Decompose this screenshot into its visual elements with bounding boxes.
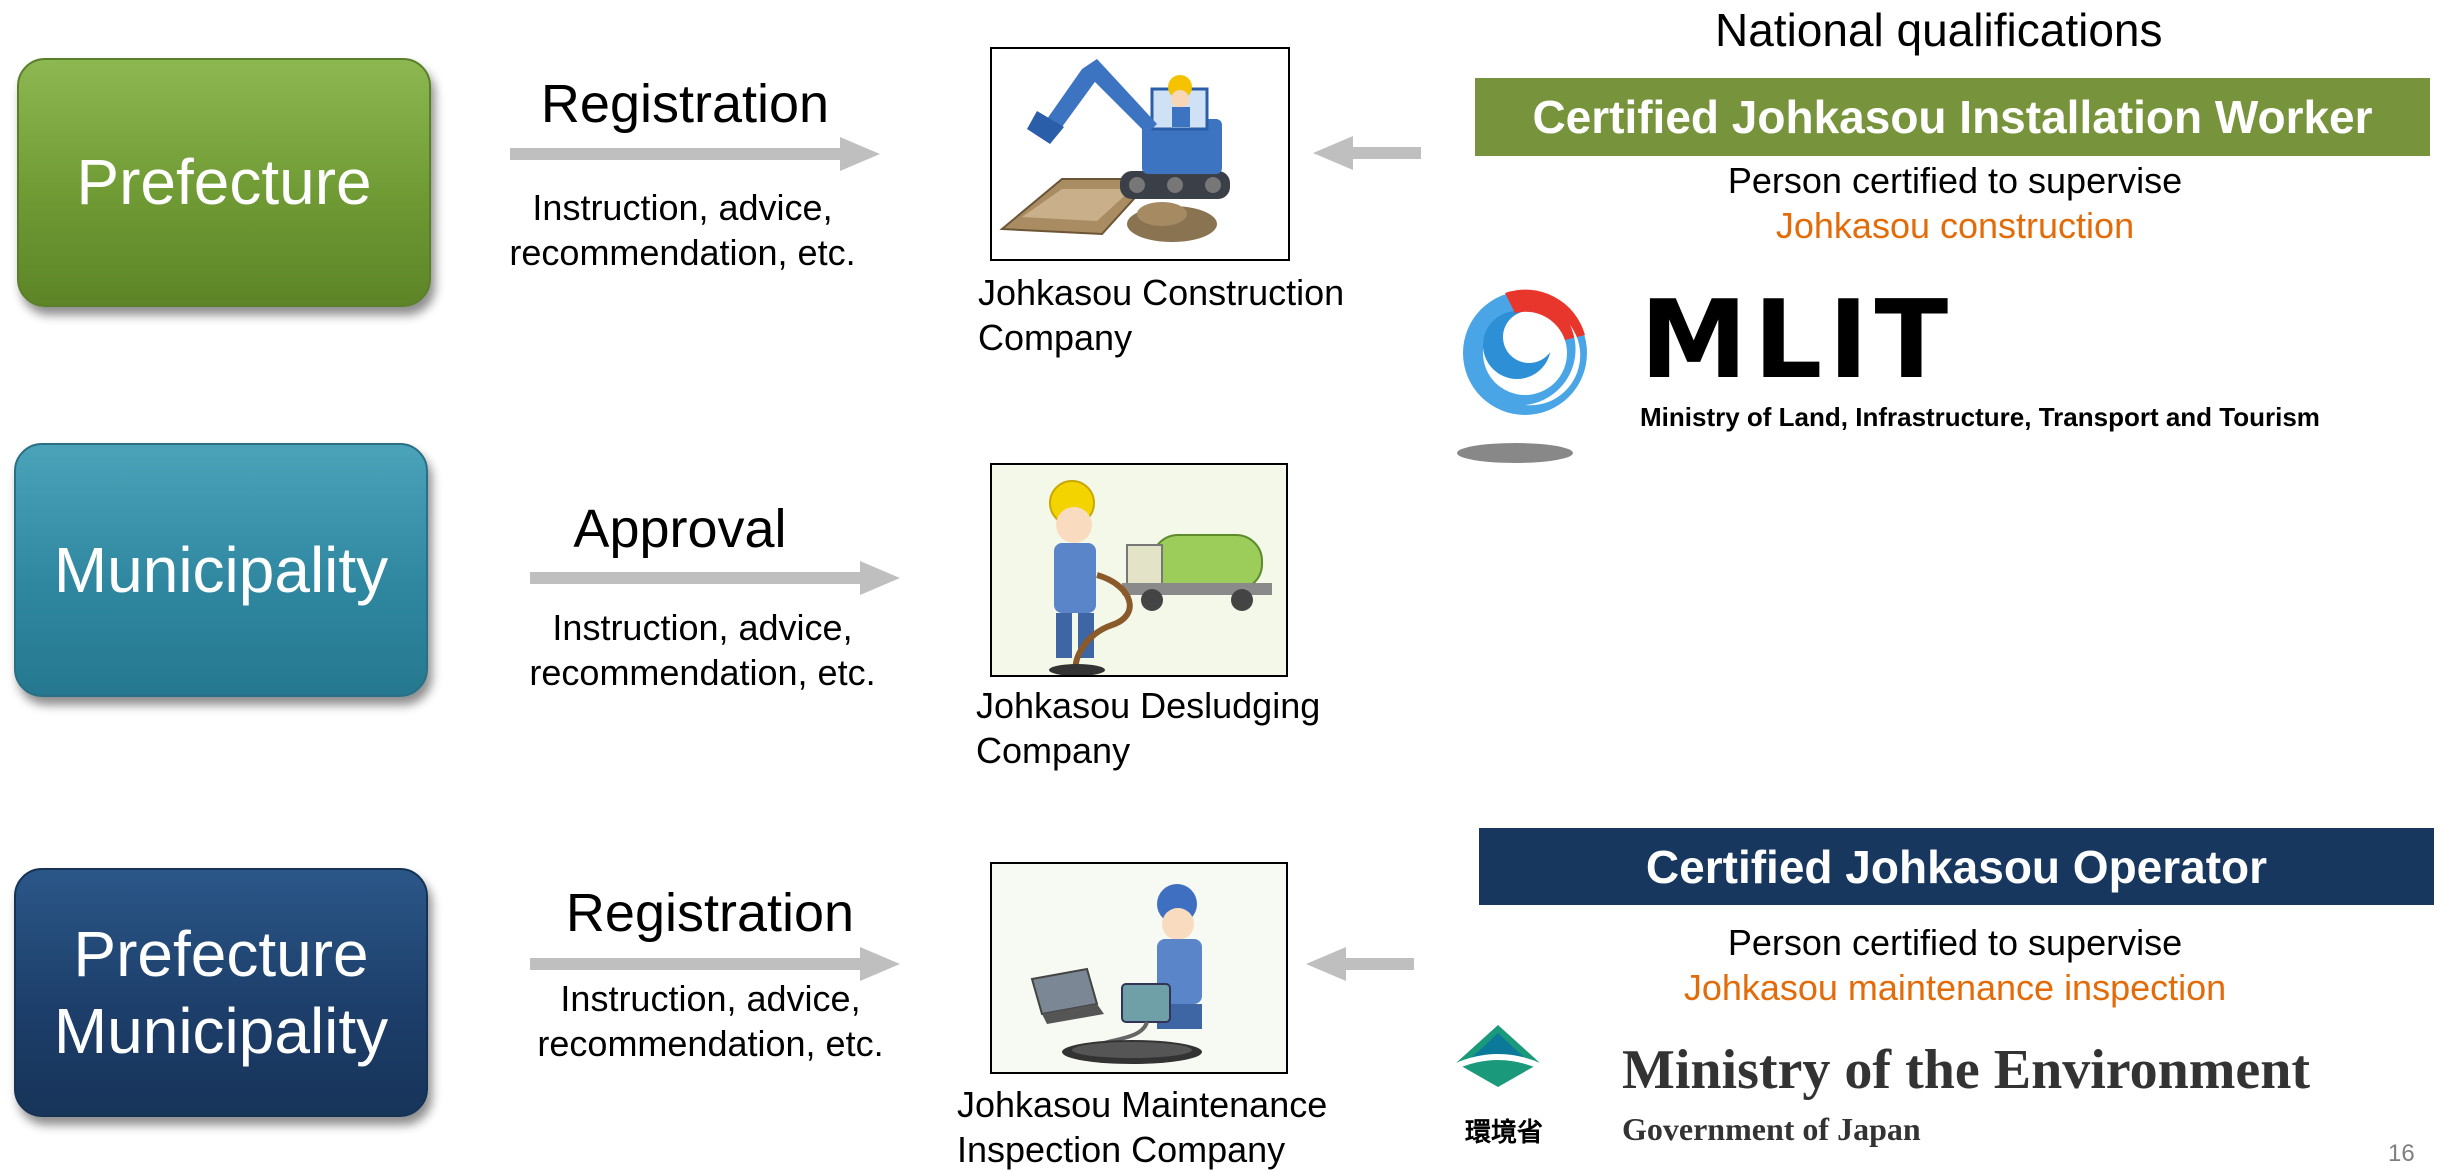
instruction-line1: Instruction, advice, <box>532 187 833 228</box>
company-label-line2: Company <box>976 730 1131 771</box>
moe-emblem-icon <box>1452 1025 1544 1087</box>
authority-municipality: Municipality <box>14 443 428 697</box>
action-label-registration: Registration <box>540 74 830 134</box>
authority-label: Prefecture <box>76 146 372 219</box>
company-label-line1: Johkasou Desludging <box>976 685 1321 726</box>
mlit-subtitle: Ministry of Land, Infrastructure, Transp… <box>1640 402 2320 432</box>
company-label-line2: Company <box>978 317 1133 358</box>
authority-label: Municipality <box>53 533 389 606</box>
instruction-line1: Instruction, advice, <box>560 978 861 1019</box>
qualification-banner-operator: Certified Johkasou Operator <box>1479 828 2434 905</box>
action-label-approval: Approval <box>573 499 787 559</box>
national-qualifications-heading: National qualifications <box>1715 4 2163 56</box>
instruction-text: Instruction, advice, recommendation, etc… <box>528 976 893 1066</box>
inspection-worker-illustration <box>990 862 1288 1074</box>
authority-label-line1: Prefecture <box>73 917 369 990</box>
qualification-title: Certified Johkasou Installation Worker <box>1532 91 2373 143</box>
authority-prefecture: Prefecture <box>17 58 431 307</box>
authority-prefecture-municipality: Prefecture Municipality <box>14 868 428 1117</box>
description-line2: Johkasou maintenance inspection <box>1683 967 2227 1008</box>
left-arrow-icon <box>1313 136 1421 170</box>
company-label-line1: Johkasou Maintenance <box>957 1084 1328 1125</box>
qualification-title: Certified Johkasou Operator <box>1645 840 2268 893</box>
qualification-description: Person certified to supervise Johkasou c… <box>1600 158 2310 248</box>
company-label: Johkasou Maintenance Inspection Company <box>957 1082 1327 1172</box>
mlit-emblem-icon <box>1457 289 1587 463</box>
moe-subtitle: Government of Japan <box>1622 1111 1921 1147</box>
company-label-line2: Inspection Company <box>957 1129 1286 1170</box>
vacuum-truck-worker-illustration <box>990 463 1288 677</box>
description-line2: Johkasou construction <box>1775 205 2135 246</box>
company-label: Johkasou Construction Company <box>978 270 1344 360</box>
company-label: Johkasou Desludging Company <box>976 683 1320 773</box>
instruction-text: Instruction, advice, recommendation, etc… <box>520 605 885 695</box>
moe-title: Ministry of the Environment <box>1622 1039 2311 1101</box>
authority-label-line2: Municipality <box>53 994 389 1067</box>
right-arrow-icon <box>530 561 900 595</box>
qualification-banner-installation-worker: Certified Johkasou Installation Worker <box>1475 78 2430 156</box>
description-line1: Person certified to supervise <box>1727 922 2183 963</box>
description-line1: Person certified to supervise <box>1727 160 2183 201</box>
instruction-line2: recommendation, etc. <box>529 652 876 693</box>
qualification-description: Person certified to supervise Johkasou m… <box>1600 920 2310 1010</box>
mlit-wordmark: MLIT <box>1640 278 1955 403</box>
instruction-line2: recommendation, etc. <box>537 1023 884 1064</box>
left-arrow-icon <box>1306 947 1414 981</box>
right-arrow-icon <box>530 947 900 981</box>
moe-kanji: 環境省 <box>1465 1118 1544 1148</box>
company-label-line1: Johkasou Construction <box>978 272 1345 313</box>
excavator-worker-illustration <box>990 47 1290 261</box>
action-label-registration: Registration <box>565 883 855 943</box>
right-arrow-icon <box>510 137 880 171</box>
instruction-line2: recommendation, etc. <box>509 232 856 273</box>
instruction-line1: Instruction, advice, <box>552 607 853 648</box>
instruction-text: Instruction, advice, recommendation, etc… <box>500 185 865 275</box>
page-number: 16 <box>2388 1140 2415 1167</box>
